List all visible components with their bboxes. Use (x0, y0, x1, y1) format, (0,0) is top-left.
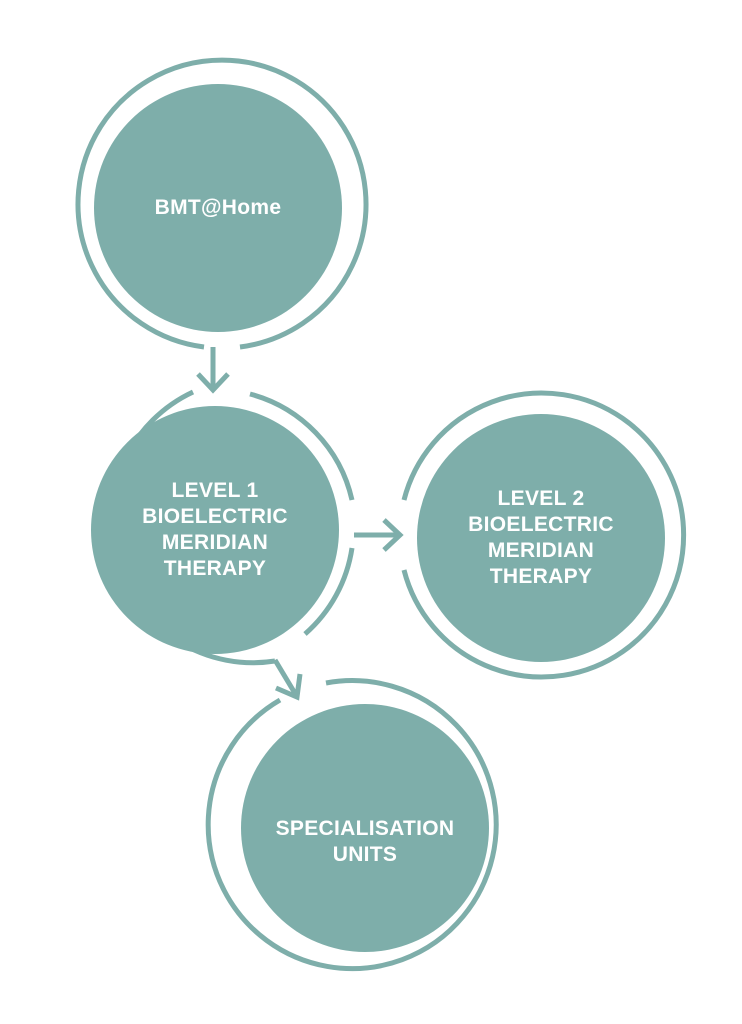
node-level1-ring-right (249, 391, 355, 501)
node-level2-ring (401, 390, 687, 680)
node-level2-disc (417, 414, 665, 662)
arrow-level1-to-level2 (354, 518, 404, 552)
arrow-level1-to-specialisation-head (275, 673, 303, 701)
arrow-level1-to-level2-head (382, 518, 404, 552)
arrow-bmt-to-level1-head (196, 372, 230, 394)
node-level1-disc (91, 406, 339, 654)
node-level2-label: LEVEL 2 BIOELECTRIC MERIDIAN THERAPY (468, 487, 614, 588)
node-specialisation (205, 678, 499, 972)
arrow-bmt-to-level1 (196, 347, 230, 394)
node-bmt-home (75, 57, 369, 350)
node-bmt-home-label: BMT@Home (154, 196, 282, 219)
node-level1 (91, 389, 355, 666)
node-bmt-home-ring (75, 57, 369, 350)
node-level2 (401, 390, 687, 680)
node-specialisation-ring (205, 678, 499, 972)
node-specialisation-label: SPECIALISATION UNITS (275, 817, 455, 866)
node-bmt-home-disc (94, 84, 342, 332)
node-specialisation-disc (241, 704, 489, 952)
node-level1-label: LEVEL 1 BIOELECTRIC MERIDIAN THERAPY (142, 479, 288, 580)
arrow-level1-to-specialisation (272, 658, 303, 701)
arrow-level1-to-specialisation-shaft (272, 658, 299, 697)
node-level1-ring-lower-right (303, 547, 355, 636)
